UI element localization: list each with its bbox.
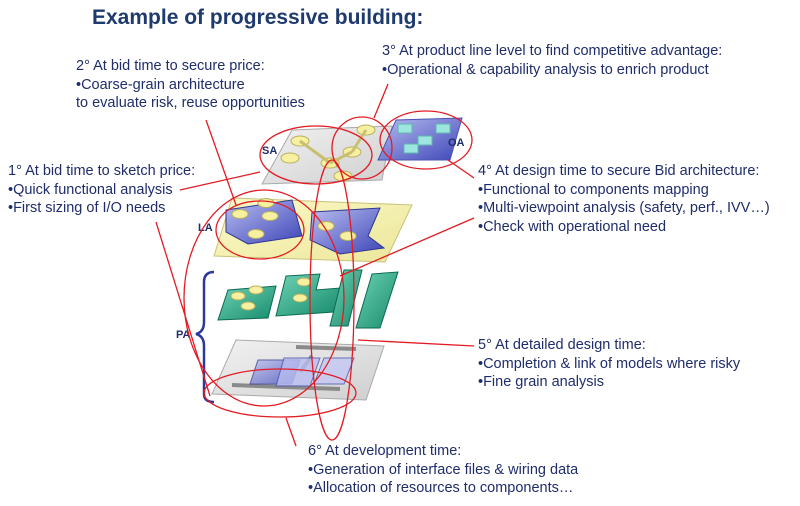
pa-node-right-2 bbox=[355, 271, 399, 329]
connector-note-1 bbox=[179, 171, 261, 191]
note-1-bid-sketch: 1° At bid time to sketch price: •Quick f… bbox=[8, 162, 195, 218]
pa-link-arrow bbox=[295, 345, 357, 351]
connector-note-4-b bbox=[339, 217, 475, 277]
oa-entity bbox=[417, 135, 433, 146]
note-2-line-2: to evaluate risk, reuse opportunities bbox=[76, 95, 305, 111]
connector-note-3 bbox=[373, 83, 389, 119]
highlight-thin-vertical bbox=[309, 159, 355, 441]
note-2-heading: 2° At bid time to secure price: bbox=[76, 58, 265, 74]
sa-exchange bbox=[329, 150, 353, 165]
pa-label: PA bbox=[176, 329, 191, 341]
oa-entity bbox=[435, 123, 451, 134]
note-6-development: 6° At development time: •Generation of i… bbox=[308, 442, 578, 498]
note-4-line-3: •Check with operational need bbox=[478, 218, 667, 235]
page-title: Example of progressive building: bbox=[92, 6, 424, 29]
pa-function-node bbox=[230, 291, 246, 301]
sa-exchanges bbox=[299, 129, 368, 165]
sa-layer: SA bbox=[261, 124, 393, 185]
connector-note-6 bbox=[285, 417, 297, 447]
note-4-line-2: •Multi-viewpoint analysis (safety, perf.… bbox=[478, 200, 770, 216]
highlight-product-circle bbox=[331, 116, 393, 180]
connector-note-4-a bbox=[447, 159, 475, 179]
la-layer: LA bbox=[198, 197, 413, 263]
highlight-la-circle bbox=[215, 200, 305, 260]
pa-function-node bbox=[240, 301, 256, 311]
note-4-heading: 4° At design time to secure Bid architec… bbox=[478, 163, 760, 179]
highlight-sa-circle bbox=[259, 125, 373, 185]
note-5-detailed-design: 5° At detailed design time: •Completion … bbox=[478, 336, 740, 392]
oa-entity bbox=[403, 143, 419, 154]
note-3-heading: 3° At product line level to find competi… bbox=[382, 43, 723, 59]
pa-detail-component bbox=[313, 357, 355, 385]
note-1-heading: 1° At bid time to sketch price: bbox=[8, 163, 196, 179]
highlight-annotations bbox=[155, 83, 475, 447]
pa-layer: PA bbox=[176, 269, 399, 404]
note-6-heading: 6° At development time: bbox=[308, 443, 462, 459]
pa-function-node bbox=[292, 293, 308, 303]
note-4-design-time: 4° At design time to secure Bid architec… bbox=[478, 162, 770, 236]
pa-function-node bbox=[248, 285, 264, 295]
la-function-node bbox=[339, 231, 357, 241]
oa-entities bbox=[397, 123, 451, 154]
sa-exchange bbox=[350, 129, 368, 153]
note-1-line-1: •Quick functional analysis bbox=[8, 181, 173, 198]
connector-note-1-b bbox=[155, 221, 211, 397]
la-function-node bbox=[231, 209, 249, 219]
note-3-product-line: 3° At product line level to find competi… bbox=[382, 42, 722, 79]
note-6-line-1: •Generation of interface files & wiring … bbox=[308, 461, 579, 478]
connector-note-2 bbox=[205, 119, 237, 206]
note-1-line-2: •First sizing of I/O needs bbox=[8, 200, 166, 216]
connector-note-5 bbox=[357, 339, 475, 347]
la-function-node bbox=[257, 198, 275, 208]
la-component-right bbox=[309, 207, 386, 255]
note-5-line-1: •Completion & link of models where risky bbox=[478, 355, 741, 372]
note-6-line-2: •Allocation of resources to components… bbox=[308, 480, 574, 496]
sa-label: SA bbox=[262, 145, 277, 157]
note-2-line-1: •Coarse-grain architecture bbox=[76, 76, 245, 93]
note-4-line-1: •Functional to components mapping bbox=[478, 181, 709, 198]
note-2-bid-secure: 2° At bid time to secure price: •Coarse-… bbox=[76, 57, 305, 113]
la-function-node bbox=[247, 229, 265, 239]
highlight-big-vertical bbox=[183, 189, 345, 407]
note-5-line-2: •Fine grain analysis bbox=[478, 374, 604, 390]
la-function-node bbox=[261, 211, 279, 221]
oa-layer: OA bbox=[377, 117, 465, 161]
pa-function-node bbox=[296, 277, 312, 287]
note-5-heading: 5° At detailed design time: bbox=[478, 337, 646, 353]
highlight-pa-bottom bbox=[203, 368, 357, 418]
oa-entity bbox=[397, 123, 413, 134]
sa-function-node bbox=[280, 152, 300, 164]
pa-link-arrow bbox=[231, 383, 341, 391]
highlight-oa-circle bbox=[379, 110, 473, 170]
note-3-line-1: •Operational & capability analysis to en… bbox=[382, 61, 709, 78]
oa-label: OA bbox=[448, 137, 465, 149]
pa-functions bbox=[230, 277, 312, 311]
sa-exchange bbox=[299, 139, 331, 165]
